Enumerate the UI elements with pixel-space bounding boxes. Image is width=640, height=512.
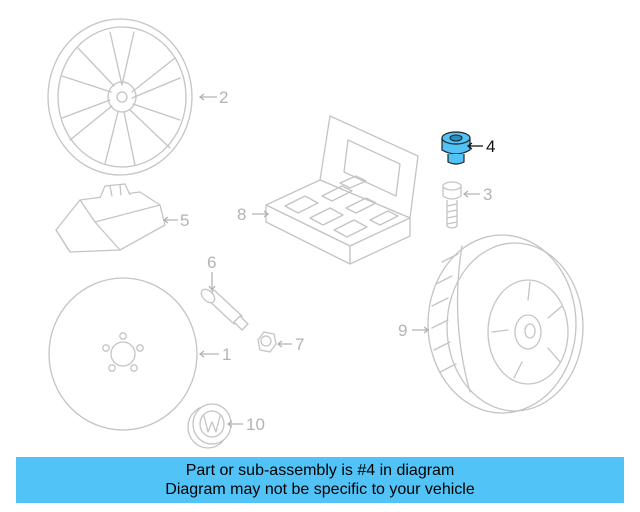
banner-line-1: Part or sub-assembly is #4 in diagram [185, 462, 455, 479]
callout-1: 1 [222, 345, 231, 364]
callout-9: 9 [398, 321, 407, 340]
callout-7: 7 [295, 335, 304, 354]
callout-8: 8 [237, 205, 246, 224]
callout-4: 4 [486, 137, 495, 156]
part-3-wheel-bolt [442, 181, 462, 229]
part-2-alloy-wheel [47, 18, 193, 176]
callout-3: 3 [483, 185, 492, 204]
banner-line-2: Diagram may not be specific to your vehi… [165, 481, 475, 498]
parts-diagram: 2 4 3 5 8 6 7 1 9 10 [47, 18, 584, 449]
part-7-cap-nut [257, 331, 277, 353]
part-9-tire-wheel [427, 234, 584, 414]
part-5-tpms-sensor [55, 183, 166, 253]
callout-6: 6 [207, 253, 216, 272]
callout-2: 2 [219, 88, 228, 107]
part-4-wheel-lock-adapter [441, 131, 471, 165]
part-10-center-cap [187, 403, 232, 449]
callout-10: 10 [246, 415, 265, 434]
part-6-valve-stem [200, 288, 249, 331]
part-1-spare-wheel [48, 277, 198, 431]
callout-5: 5 [180, 211, 189, 230]
callout-arrows [162, 93, 483, 428]
part-8-tool-case [265, 115, 419, 265]
info-banner: Part or sub-assembly is #4 in diagram Di… [16, 457, 624, 503]
